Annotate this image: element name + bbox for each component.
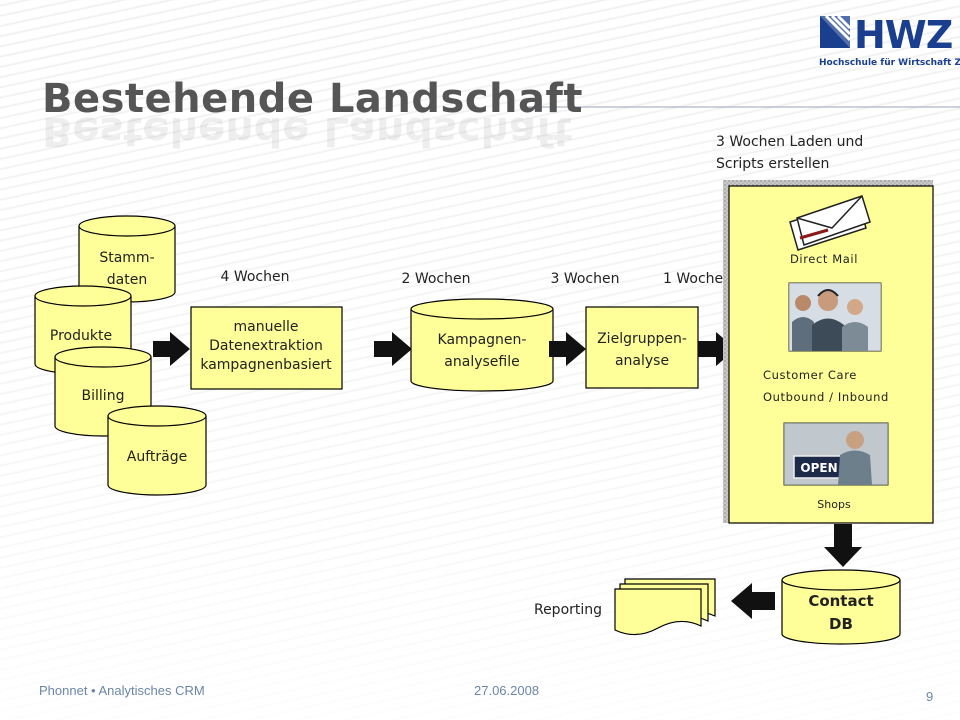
flow-arrow-3	[549, 332, 586, 366]
duration-1-woche: 1 Woche	[663, 271, 723, 287]
source-produkte-label: Produkte	[50, 328, 112, 344]
mail-envelope-icon	[789, 195, 871, 251]
left-arrow	[731, 583, 775, 619]
call-center-photo	[788, 282, 882, 352]
source-billing-label: Billing	[82, 388, 125, 404]
footer-left: Phonnet • Analytisches CRM	[39, 683, 205, 698]
page-title-reflection: Bestehende Landschaft	[42, 108, 573, 154]
step-zielgruppenanalyse-box	[585, 306, 699, 389]
channel-direct-mail-label: Direct Mail	[790, 252, 858, 266]
source-auftraege-label: Aufträge	[127, 449, 187, 465]
step-kampagnenanalysefile-cylinder	[410, 298, 554, 392]
reporting-documents	[614, 578, 716, 636]
source-stammdaten-label: Stamm-daten	[99, 250, 154, 288]
step-datenextraktion-box	[190, 306, 343, 390]
page-title: Bestehende Landschaft	[42, 76, 583, 122]
flow-arrow-1	[153, 332, 190, 366]
footer-date: 27.06.2008	[474, 683, 539, 698]
source-auftraege-cylinder	[107, 405, 207, 496]
down-arrow	[824, 524, 862, 567]
step-kampagnenanalysefile-label: Kampagnen-analysefile	[438, 332, 527, 370]
duration-3-wochen: 3 Wochen	[550, 271, 619, 287]
contact-db-cylinder	[781, 569, 901, 645]
flow-arrow-2	[374, 332, 412, 366]
hwz-logo-mark	[820, 14, 852, 48]
step-zielgruppenanalyse-label: Zielgruppen-analyse	[597, 331, 687, 369]
duration-4-wochen: 4 Wochen	[220, 269, 289, 285]
page-number: 9	[926, 689, 933, 704]
hwz-brand-text: HWZ	[854, 13, 952, 57]
duration-2-wochen: 2 Wochen	[401, 271, 470, 287]
open-sign-photo: OPEN	[783, 422, 889, 486]
svg-text:OPEN: OPEN	[800, 461, 837, 475]
reporting-label: Reporting	[534, 602, 602, 618]
hwz-subtitle: Hochschule für Wirtschaft Zürich	[819, 58, 960, 68]
hwz-logo: HWZ Hochschule für Wirtschaft Zürich	[819, 13, 960, 68]
flow-arrow-4	[698, 332, 736, 366]
channel-shops-label: Shops	[817, 498, 851, 511]
source-stammdaten-cylinder	[78, 215, 176, 303]
